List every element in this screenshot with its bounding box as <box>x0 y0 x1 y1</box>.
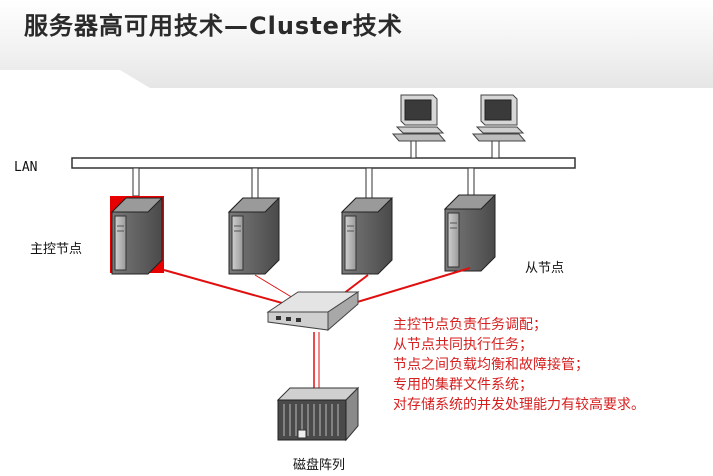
note-item: 节点之间负载均衡和故障接管； <box>393 357 589 373</box>
lan-drop-ws-1 <box>410 139 417 159</box>
lan-bus <box>71 157 576 169</box>
lan-drop-ws-2 <box>491 139 500 159</box>
switch-icon <box>266 291 360 332</box>
notes-list: 主控节点负责任务调配； 从节点共同执行任务； 节点之间负载均衡和故障接管； 专用… <box>393 315 645 415</box>
disk-array-label: 磁盘阵列 <box>293 458 346 473</box>
slave-node-label: 从节点 <box>525 261 565 276</box>
workstation-icon <box>391 94 447 142</box>
page-title: 服务器高可用技术—Cluster技术 <box>24 12 403 40</box>
disk-array-icon <box>276 386 360 442</box>
server-tower-icon <box>110 197 164 275</box>
note-item: 专用的集群文件系统； <box>393 377 533 393</box>
title-band-edge <box>0 70 150 88</box>
lan-drop-master <box>132 167 140 197</box>
note-item: 从节点共同执行任务； <box>393 337 533 353</box>
workstation-icon <box>471 94 527 142</box>
lan-drop-node-4 <box>467 167 475 199</box>
master-node-label: 主控节点 <box>30 242 83 257</box>
server-tower-icon <box>443 194 497 272</box>
lan-drop-node-3 <box>365 167 373 199</box>
lan-drop-node-2 <box>251 167 259 199</box>
server-tower-icon <box>340 197 394 275</box>
note-item: 对存储系统的并发处理能力有较高要求。 <box>393 397 645 413</box>
lan-label: LAN <box>14 160 38 175</box>
note-item: 主控节点负责任务调配； <box>393 317 547 333</box>
server-tower-icon <box>227 197 281 275</box>
